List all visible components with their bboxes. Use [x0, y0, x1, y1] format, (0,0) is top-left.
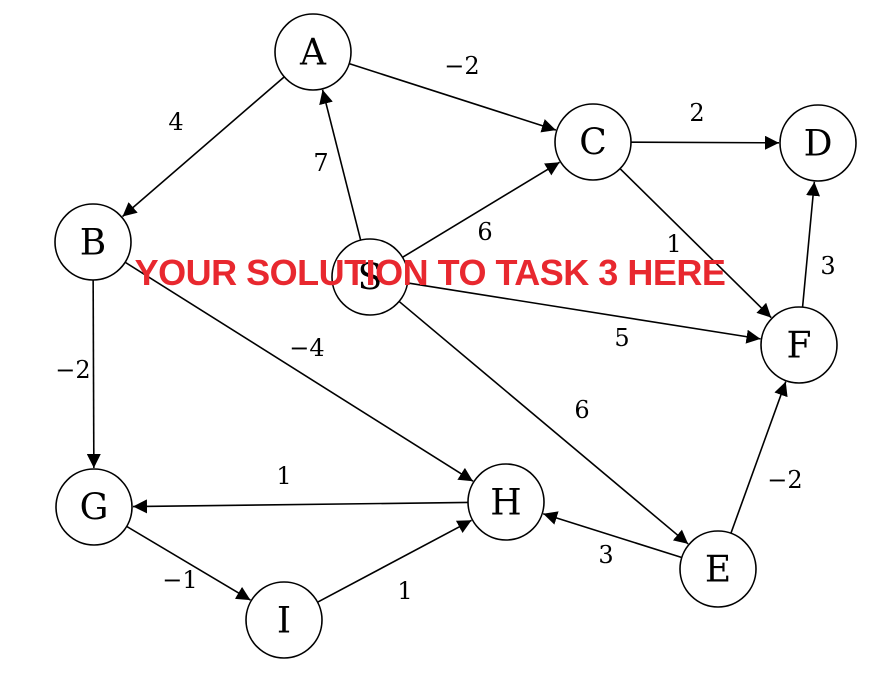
edge-b-g — [86, 279, 101, 469]
edge-weight-g-i: −1 — [162, 566, 197, 594]
node-label: A — [299, 33, 327, 74]
node-label: E — [705, 550, 731, 591]
node-label: H — [490, 483, 521, 524]
solution-placeholder-text: YOUR SOLUTION TO TASK 3 HERE — [134, 252, 726, 293]
node-g: G — [55, 468, 133, 546]
node-h: H — [467, 463, 545, 541]
edge-weight-e-h: 3 — [598, 541, 613, 569]
node-label: B — [80, 223, 106, 264]
edge-a-c — [348, 62, 557, 133]
node-label: S — [358, 258, 383, 299]
node-label: C — [579, 123, 607, 164]
nodes: A B C D S F G H E I — [54, 13, 857, 659]
node-circle — [274, 13, 352, 91]
edge-weight-c-d: 2 — [689, 99, 704, 127]
edge-weight-s-a: 7 — [313, 149, 328, 177]
node-label: F — [787, 326, 812, 367]
node-circle — [554, 103, 632, 181]
node-s: S — [331, 238, 409, 316]
edge-weight-b-g: −2 — [55, 356, 90, 384]
node-c: C — [554, 103, 632, 181]
node-b: B — [54, 203, 132, 281]
node-circle — [679, 530, 757, 608]
node-i: I — [245, 581, 323, 659]
edge-weight-labels: −2 4 7 2 6 1 3 5 −2 −4 6 −2 1 3 −1 1 — [55, 52, 835, 605]
edge-g-i — [126, 525, 251, 601]
edge-weight-s-e: 6 — [574, 396, 589, 424]
edges — [86, 62, 821, 603]
edge-h-g — [132, 499, 469, 514]
edge-weight-e-f: −2 — [767, 466, 802, 494]
node-d: D — [779, 104, 857, 182]
edge-c-d — [630, 135, 780, 150]
edge-weight-f-d: 3 — [820, 252, 835, 280]
edge-f-d — [801, 181, 821, 308]
edge-i-h — [317, 519, 472, 603]
node-circle — [55, 468, 133, 546]
edge-weight-c-f: 1 — [666, 230, 681, 258]
edge-s-f — [407, 282, 761, 344]
edge-weight-a-b: 4 — [168, 108, 183, 136]
edge-weight-i-h: 1 — [397, 577, 412, 605]
node-a: A — [274, 13, 352, 91]
node-circle — [245, 581, 323, 659]
node-label: I — [277, 601, 291, 642]
edge-s-c — [402, 161, 561, 259]
edge-a-b — [121, 76, 285, 218]
edge-weight-a-c: −2 — [444, 52, 479, 80]
node-f: F — [760, 306, 838, 384]
node-label: D — [804, 124, 833, 165]
edge-e-h — [542, 511, 683, 559]
node-circle — [779, 104, 857, 182]
edge-weight-h-g: 1 — [276, 462, 291, 490]
node-circle — [760, 306, 838, 384]
edge-c-f — [619, 168, 772, 319]
node-circle — [54, 203, 132, 281]
edge-b-h — [124, 261, 474, 482]
edge-weight-s-f: 5 — [614, 324, 629, 352]
node-label: G — [80, 488, 109, 529]
node-e: E — [679, 530, 757, 608]
edge-s-e — [398, 300, 689, 545]
node-circle — [467, 463, 545, 541]
edge-weight-s-c: 6 — [477, 218, 492, 246]
edge-s-a — [319, 89, 362, 241]
edge-weight-b-h: −4 — [289, 334, 324, 362]
edge-e-f — [730, 381, 788, 534]
node-circle — [331, 238, 409, 316]
